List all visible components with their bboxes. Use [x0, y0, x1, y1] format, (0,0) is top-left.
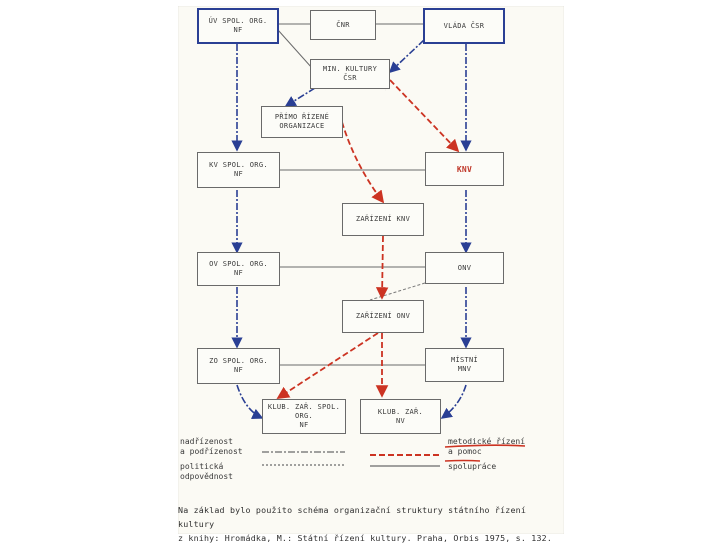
- caption-line-2: z knihy: Hromádka, M.: Státní řízení kul…: [178, 533, 553, 543]
- legend-underline-1: [444, 444, 526, 448]
- box-zarizeni-knv: ZAŘÍZENÍ KNV: [342, 203, 424, 236]
- box-min-kultury: MIN. KULTURY ČSR: [310, 59, 390, 89]
- box-vlada: VLÁDA ČSR: [423, 8, 505, 44]
- box-knv: KNV: [425, 152, 504, 186]
- source-caption: Na základ bylo použito schéma organizačn…: [178, 503, 558, 545]
- legend-cooperation: spolupráce: [448, 462, 497, 471]
- methodical-lines: [276, 79, 460, 399]
- box-cnr: ČNR: [310, 10, 376, 40]
- box-zo-spol-org: ZO SPOL. ORG. NF: [197, 348, 280, 384]
- box-zarizeni-onv: ZAŘÍZENÍ ONV: [342, 300, 424, 333]
- legend-methodical: metodické řízení a pomoc: [448, 437, 526, 456]
- caption-line-1: Na základ bylo použito schéma organizačn…: [178, 505, 527, 529]
- legend-political: politická odpovědnost: [180, 462, 233, 481]
- subordination-lines: [231, 39, 472, 419]
- legend-underline-2: [444, 459, 481, 462]
- box-klub-zar-nv: KLUB. ZAŘ. NV: [360, 399, 441, 434]
- legend-samples: [262, 444, 526, 467]
- box-klub-zar-spol-org: KLUB. ZAŘ. SPOL. ORG. NF: [262, 399, 346, 434]
- box-prime-rizeni: PŘÍMO ŘÍZENÉ ORGANIZACE: [261, 106, 343, 138]
- box-kv-spol-org: KV SPOL. ORG. NF: [197, 152, 280, 188]
- box-ov-spol-org: OV SPOL. ORG. NF: [197, 252, 280, 286]
- knv-label: KNV: [456, 164, 473, 174]
- box-onv: ONV: [425, 252, 504, 284]
- box-mistni-mnv: MÍSTNÍ MNV: [425, 348, 504, 382]
- box-uv-spol-org: ÚV SPOL. ORG. NF: [197, 8, 279, 44]
- legend-subordination: nadřízenost a podřízenost: [180, 437, 243, 456]
